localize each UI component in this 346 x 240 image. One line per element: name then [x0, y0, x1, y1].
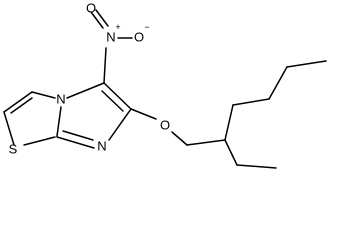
thiazole-ring — [3, 91, 56, 146]
bond-ch2-ch — [186, 139, 226, 146]
bond-ch-ethyl-ch2 — [224, 139, 238, 166]
bond-s-c2 — [3, 111, 15, 146]
nitro-oxygen-charge-label: − — [144, 22, 149, 32]
atom-labels: S N N N + O O − O — [9, 0, 170, 156]
bond-ether-o-ch2 — [171, 131, 188, 146]
bond-c2-c3 — [3, 91, 33, 113]
bridge-nitrogen-atom-label: N — [56, 91, 65, 106]
bond-c5-c6-double — [101, 90, 124, 112]
bond-c3-n-bridge — [31, 91, 56, 99]
ring-nitrogen-atom-label: N — [97, 138, 106, 153]
bond-butyl-c1-c2 — [232, 98, 270, 106]
bond-c-fused-ring-n-double — [62, 130, 94, 141]
bond-nitro-n-o-top — [90, 11, 104, 29]
chemical-structure-diagram: S N N N + O O − O — [3, 0, 327, 169]
nitro-oxygen-top-atom-label: O — [86, 0, 96, 15]
sulfur-atom-label: S — [9, 141, 18, 156]
bond-n-bridge-c5 — [66, 82, 105, 99]
bond-n-bridge-c-fused — [56, 106, 62, 137]
bond-c5-nitro-n — [103, 47, 107, 84]
bond-ch-butyl-c1 — [224, 104, 234, 141]
nitro-oxygen-right-atom-label: O — [134, 29, 144, 44]
bond-c6-ring-n — [108, 108, 132, 141]
bond-c5-c6 — [103, 82, 132, 110]
bond-butyl-c3-c4 — [286, 60, 327, 68]
bond-butyl-c2-c3 — [268, 66, 288, 100]
bond-c-fused-ring-n — [56, 136, 95, 149]
bond-s-c-fused — [23, 136, 56, 146]
nitro-nitrogen-charge-label: + — [115, 22, 120, 32]
bond-ethyl-ch2-ch3 — [236, 164, 277, 169]
nitro-group — [90, 9, 133, 84]
imidazole-ring — [56, 82, 132, 149]
bond-c2-c3-double — [10, 97, 33, 114]
bond-nitro-n-o-top-double — [95, 9, 109, 27]
bond-c6-ether-o — [130, 108, 157, 120]
nitro-nitrogen-atom-label: N — [106, 29, 115, 44]
ether-oxygen-atom-label: O — [160, 117, 170, 132]
ethylhexyl-chain — [130, 60, 327, 169]
